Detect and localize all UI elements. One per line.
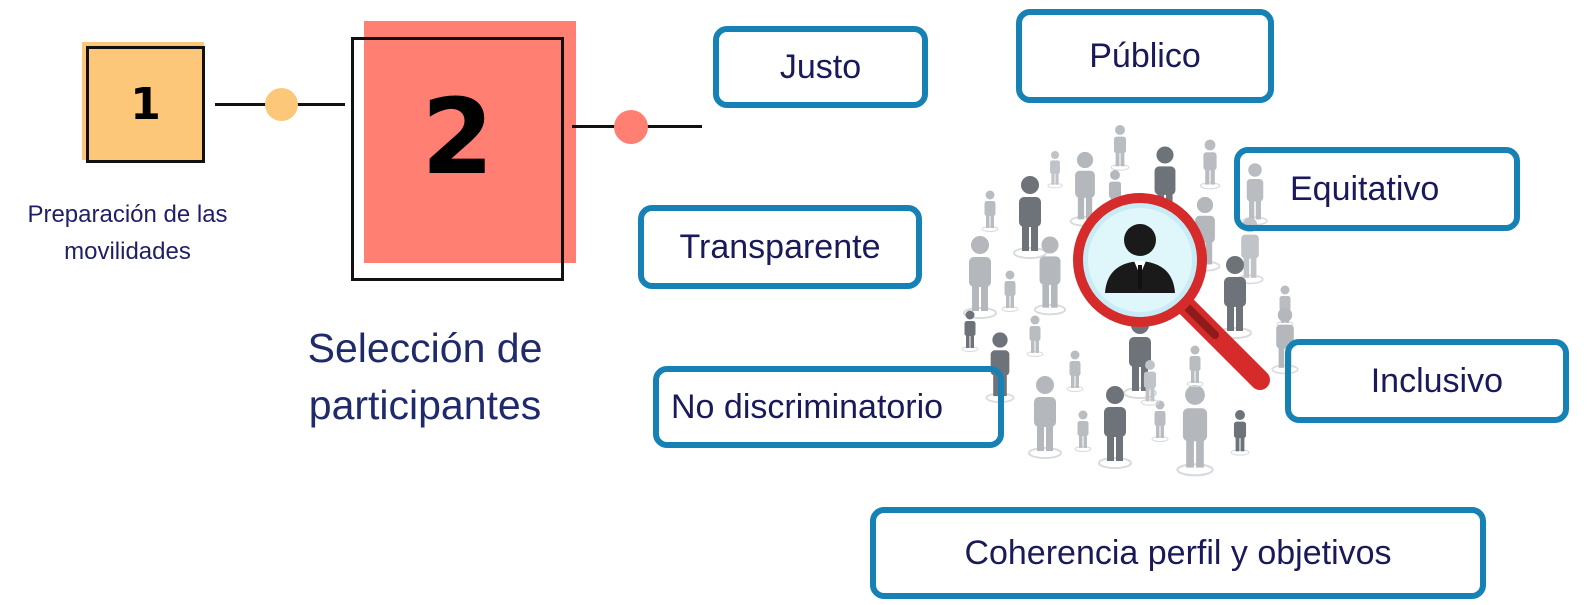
criterion-transparente: Transparente bbox=[638, 205, 922, 289]
step2-label-line2: participantes bbox=[308, 382, 542, 428]
connector-dot-2 bbox=[614, 110, 648, 144]
step2-highlight bbox=[364, 21, 576, 263]
criterion-equitativo: Equitativo bbox=[1234, 147, 1520, 231]
crowd-person bbox=[963, 236, 997, 319]
step2-label: Selección de participantes bbox=[270, 320, 580, 434]
crowd-person bbox=[1066, 350, 1084, 392]
criterion-coherencia-label: Coherencia perfil y objetivos bbox=[964, 533, 1392, 572]
step1-label: Preparación de las movilidades bbox=[0, 196, 255, 270]
crowd-person bbox=[1242, 163, 1268, 226]
step1-highlight bbox=[82, 42, 204, 160]
step1-box bbox=[86, 46, 205, 163]
step1-label-line2: movilidades bbox=[64, 238, 191, 265]
crowd-person bbox=[1151, 400, 1169, 442]
criterion-inclusivo: Inclusivo bbox=[1285, 339, 1569, 423]
step2-label-line1: Selección de bbox=[307, 325, 543, 371]
criterion-publico-label: Público bbox=[1089, 36, 1201, 75]
criterion-transparente-label: Transparente bbox=[679, 227, 881, 266]
step1-number: 1 bbox=[130, 79, 161, 130]
criterion-no-discriminatorio: No discriminatorio bbox=[653, 366, 1004, 448]
crowd-person bbox=[1074, 410, 1092, 452]
crowd-person bbox=[1110, 125, 1130, 171]
magnifier-icon bbox=[1073, 193, 1270, 390]
crowd-person bbox=[1047, 150, 1063, 189]
crowd-person bbox=[1140, 360, 1160, 406]
crowd-person bbox=[1033, 236, 1067, 316]
crowd-person bbox=[1230, 410, 1250, 456]
crowd-person bbox=[1028, 376, 1062, 459]
crowd-person bbox=[1013, 176, 1047, 259]
magnifier-person-crowd-icon bbox=[961, 125, 1299, 477]
crowd-person bbox=[1186, 345, 1204, 387]
crowd-person bbox=[981, 190, 999, 232]
crowd-person bbox=[1001, 270, 1019, 312]
step1-label-line1: Preparación de las bbox=[27, 201, 228, 228]
criterion-coherencia: Coherencia perfil y objetivos bbox=[870, 507, 1486, 599]
criterion-publico: Público bbox=[1016, 9, 1274, 103]
criterion-inclusivo-label: Inclusivo bbox=[1370, 361, 1503, 400]
step2-box bbox=[351, 37, 564, 281]
crowd-person bbox=[961, 310, 979, 352]
step2-number: 2 bbox=[421, 76, 494, 198]
criterion-no-discriminatorio-label: No discriminatorio bbox=[671, 387, 944, 426]
connector-dot-1 bbox=[265, 88, 298, 121]
crowd-person bbox=[1176, 385, 1214, 477]
criterion-equitativo-label: Equitativo bbox=[1290, 169, 1440, 208]
criterion-justo: Justo bbox=[713, 26, 928, 108]
crowd-person bbox=[1069, 151, 1101, 227]
crowd-person bbox=[1098, 386, 1132, 469]
crowd-person bbox=[1199, 139, 1221, 190]
criterion-justo-label: Justo bbox=[779, 47, 862, 86]
crowd-person bbox=[1026, 315, 1044, 357]
